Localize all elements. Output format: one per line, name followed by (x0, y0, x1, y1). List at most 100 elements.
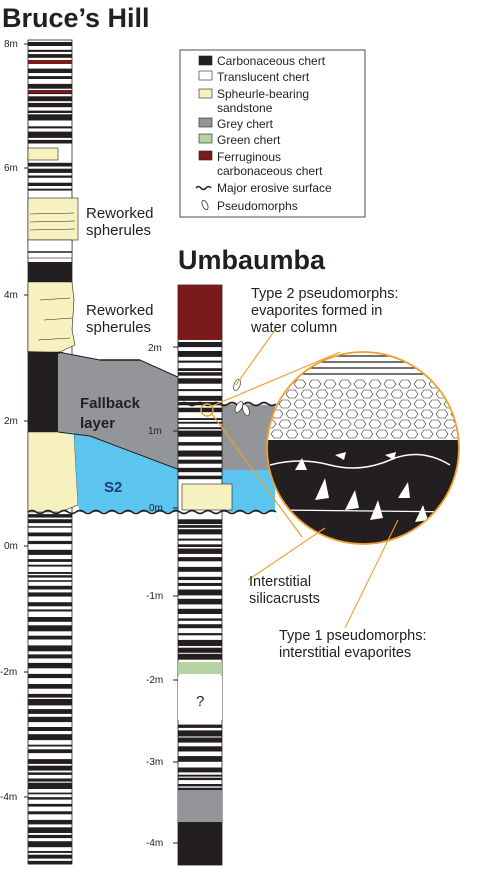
evaporite-crystal (458, 419, 459, 429)
evaporite-crystal (308, 399, 322, 409)
evaporite-crystal (360, 409, 374, 419)
evaporite-crystal (278, 419, 292, 429)
title-umbaumba: Umbaumba (178, 245, 326, 275)
axis-label-4m: 4m (4, 290, 18, 301)
label-reworked-lower: Reworked (86, 302, 154, 319)
chert-stripe (178, 724, 222, 728)
correlation-panel (57, 351, 181, 512)
legend-carbonaceous: Carbonaceous chert (217, 54, 326, 68)
chert-stripe (28, 559, 72, 562)
chert-stripe (28, 540, 72, 545)
um-axis-2m: 2m (148, 343, 162, 354)
label-fallback-2: layer (80, 415, 115, 432)
chert-stripe (178, 467, 222, 473)
label-reworked-upper: Reworked (86, 205, 154, 222)
evaporite-crystal (323, 399, 337, 409)
lens-outline (266, 351, 460, 545)
chert-stripe (28, 175, 72, 178)
chert-stripe (178, 653, 222, 660)
legend: Carbonaceous chert Translucent chert Sph… (179, 49, 366, 218)
legend-swatch-translucent (198, 70, 213, 81)
chert-stripe (178, 582, 222, 586)
chert-stripe (178, 548, 222, 554)
chert-stripe (28, 797, 72, 800)
evaporite-crystal (383, 399, 397, 409)
chert-stripe (28, 572, 72, 574)
chert-stripe (28, 782, 72, 789)
erosive-surfaces (27, 351, 277, 515)
chert-stripe (178, 746, 222, 752)
chert-stripe (28, 635, 72, 640)
evaporite-crystal (330, 409, 344, 419)
chert-stripe (178, 529, 222, 535)
magnified-lens (200, 351, 478, 545)
legend-translucent: Translucent chert (217, 70, 310, 84)
evaporite-crystal (383, 379, 397, 389)
evaporite-crystal (420, 429, 434, 439)
chert-stripe (28, 811, 72, 815)
evaporite-crystal (398, 399, 412, 409)
evaporite-crystal (450, 429, 459, 439)
evaporite-crystal (413, 379, 427, 389)
chert-stripe (178, 647, 222, 653)
chert-stripe (178, 427, 222, 430)
evaporite-crystal (420, 409, 434, 419)
chert-stripe (28, 514, 72, 518)
evaporite-crystal (466, 430, 478, 438)
evaporite-crystal (398, 379, 412, 389)
evaporite-crystal (308, 379, 322, 389)
chert-stripe (178, 525, 222, 528)
evaporite-crystal (270, 429, 284, 439)
umbaumba-column (177, 284, 233, 866)
evaporite-crystal (443, 379, 457, 389)
umbaumba-axis: 2m 1m 0m -1m -2m -3m -4m (146, 343, 178, 849)
evaporite-crystal (458, 379, 459, 389)
evaporite-crystal (368, 419, 382, 429)
callout-type2-line1: Type 2 pseudomorphs: (251, 286, 399, 302)
callout-interstitial-line2: silicacrusts (249, 591, 320, 607)
s2-area (58, 432, 180, 512)
evaporite-crystal (458, 399, 459, 409)
legend-ferruginous: Ferruginous (217, 150, 281, 164)
bruces-hill-sandstone-beds (27, 147, 79, 513)
pseudomorph-markers (233, 378, 250, 417)
chert-stripe (178, 372, 222, 376)
chert-stripe (28, 860, 72, 865)
chert-stripe (178, 589, 222, 596)
axis-label-2m: 2m (4, 416, 18, 427)
chert-stripe (28, 162, 72, 167)
evaporite-crystal (435, 409, 449, 419)
label-s2: S2 (104, 479, 122, 496)
chert-stripe (178, 624, 222, 629)
chert-stripe (28, 716, 72, 723)
chert-stripe (28, 96, 72, 102)
um-axis-neg3m: -3m (146, 757, 163, 768)
chert-stripe (28, 662, 72, 669)
callout-type2-line3: water column (250, 320, 337, 336)
chert-stripe (28, 744, 72, 747)
chert-stripe (178, 351, 222, 357)
chert-stripe (178, 450, 222, 457)
legend-green: Green chert (217, 133, 281, 147)
chert-stripe (178, 737, 222, 743)
evaporite-crystal (345, 429, 359, 439)
chert-stripe (28, 102, 72, 108)
chert-stripe (28, 575, 72, 578)
chert-stripe (28, 778, 72, 782)
evaporite-crystal (368, 379, 382, 389)
chert-stripe (28, 564, 72, 567)
chert-stripe (28, 645, 72, 652)
label-fallback: Fallback (80, 395, 141, 412)
chert-stripe (178, 407, 222, 413)
callout-type1-line1: Type 1 pseudomorphs: (279, 628, 427, 644)
evaporite-crystal (323, 419, 337, 429)
legend-swatch-grey (198, 117, 213, 128)
evaporite-crystal (353, 379, 367, 389)
chert-stripe (28, 114, 72, 121)
chert-stripe (178, 566, 222, 572)
evaporite-crystal (405, 429, 419, 439)
chert-stripe (178, 442, 222, 446)
evaporite-crystal (420, 389, 434, 399)
legend-erosive: Major erosive surface (217, 181, 332, 195)
